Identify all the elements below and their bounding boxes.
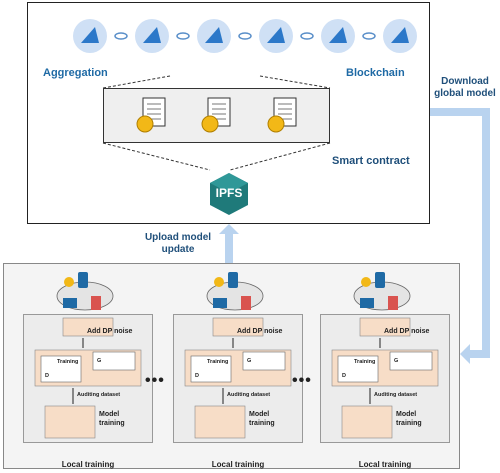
client-pipeline xyxy=(331,317,439,439)
chain-link-icon xyxy=(176,32,190,40)
training-label: Training xyxy=(354,359,376,365)
blockchain-label: Blockchain xyxy=(346,67,405,79)
model-training-label: Model training xyxy=(249,411,275,427)
add-dp-noise-label: Add DP noise xyxy=(237,328,283,335)
model-training-label: Model training xyxy=(99,411,125,427)
ipfs-hexagon-icon xyxy=(210,173,248,215)
chain-link-icon xyxy=(238,32,252,40)
chain-link-icon xyxy=(114,32,128,40)
blockchain-block-icon xyxy=(143,27,161,43)
blockchain-block-icon xyxy=(391,27,409,43)
add-dp-noise-label: Add DP noise xyxy=(87,328,133,335)
ellipsis-2: ••• xyxy=(292,372,312,389)
ellipsis-1: ••• xyxy=(145,372,165,389)
download-label: Download global model xyxy=(434,76,496,99)
training-label: Training xyxy=(57,359,79,365)
g-label: G xyxy=(394,358,399,364)
aggregation-label: Aggregation xyxy=(43,67,108,79)
local-training-label: Local training xyxy=(358,460,412,469)
d-label: D xyxy=(195,373,199,379)
g-label: G xyxy=(97,358,102,364)
devices-icon xyxy=(353,272,411,311)
coin-icon xyxy=(136,115,154,133)
blockchain-chain xyxy=(73,19,417,53)
download-arrow xyxy=(430,108,490,364)
coin-icon xyxy=(267,115,285,133)
client-1: Add DP noise Training G D Auditing datas… xyxy=(23,270,153,469)
client-2: Add DP noise Training G D Auditing datas… xyxy=(173,270,303,469)
ipfs-label: IPFS xyxy=(215,186,243,200)
upload-arrow xyxy=(219,224,239,266)
local-training-label: Local training xyxy=(61,460,115,469)
client-3: Add DP noise Training G D Auditing datas… xyxy=(320,270,450,469)
blockchain-block-icon xyxy=(81,27,99,43)
smart-contract-label: Smart contract xyxy=(332,155,410,167)
blockchain-block-icon xyxy=(329,27,347,43)
model-training-label: Model training xyxy=(396,411,422,427)
d-label: D xyxy=(45,373,49,379)
client-pipeline xyxy=(184,317,292,439)
training-label: Training xyxy=(207,359,229,365)
chain-link-icon xyxy=(362,32,376,40)
chain-link-icon xyxy=(300,32,314,40)
add-dp-noise-label: Add DP noise xyxy=(384,328,430,335)
auditing-dataset-label: Auditing dataset xyxy=(374,392,418,398)
upload-label: Upload model update xyxy=(144,232,212,255)
contract-documents xyxy=(136,97,297,133)
auditing-dataset-label: Auditing dataset xyxy=(77,392,121,398)
auditing-dataset-label: Auditing dataset xyxy=(227,392,271,398)
blockchain-block-icon xyxy=(267,27,285,43)
devices-icon xyxy=(206,272,264,311)
g-label: G xyxy=(247,358,252,364)
blockchain-block-icon xyxy=(205,27,223,43)
blockchain-layer-box xyxy=(27,2,430,224)
contract-dashed-lines xyxy=(102,75,331,171)
d-label: D xyxy=(342,373,346,379)
devices-icon xyxy=(56,272,114,311)
coin-icon xyxy=(201,115,219,133)
local-training-label: Local training xyxy=(211,460,265,469)
client-pipeline xyxy=(34,317,142,439)
